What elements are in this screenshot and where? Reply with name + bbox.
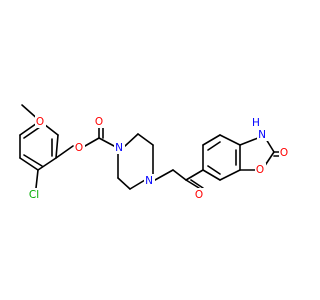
bond-line	[23, 154, 43, 167]
bond-line	[55, 134, 59, 159]
atom-o-methoxy-label: O	[36, 116, 44, 128]
bond-line	[207, 165, 221, 175]
bond-line	[37, 157, 57, 171]
atom-n-piperazine-top: N	[114, 141, 125, 154]
atom-o-ester-link-label: O	[75, 142, 83, 154]
bond-line	[23, 126, 41, 139]
atom-o-lactam-carbonyl: O	[279, 146, 290, 159]
atom-nh-oxazolone-label: H	[252, 117, 260, 129]
atom-n-oxazolone-label: N	[258, 129, 266, 141]
bond-line	[84, 137, 100, 147]
bond-line	[219, 134, 241, 146]
bond-line	[129, 179, 146, 190]
bond-line	[207, 141, 221, 151]
bond-line	[172, 169, 187, 181]
bond-line	[154, 169, 174, 181]
bond-line	[98, 137, 115, 147]
bond-line	[219, 169, 241, 181]
atom-o-ketone: O	[194, 188, 205, 201]
atom-n-piperazine-bottom-label: N	[145, 175, 153, 187]
atom-n-piperazine-bottom: N	[144, 174, 155, 187]
atom-cl-substituent: Cl	[26, 188, 43, 201]
bond-line	[202, 169, 221, 181]
bond-line	[202, 134, 221, 146]
bond-line	[185, 169, 204, 181]
atom-o-ester-carbonyl-label: O	[95, 116, 103, 128]
atom-n-piperazine-top-label: N	[115, 142, 123, 154]
bond-line	[35, 169, 39, 189]
atom-cl-substituent-label: Cl	[29, 189, 39, 201]
atom-n-oxazolone: N	[257, 128, 268, 141]
bond-line	[265, 138, 275, 153]
atom-o-ester-link: O	[74, 141, 85, 154]
atom-o-ester-carbonyl: O	[94, 115, 105, 128]
chemical-structure: O O O N N H N O	[19, 104, 290, 201]
bond-line	[19, 157, 39, 171]
bond-line	[137, 133, 154, 146]
atom-nh-oxazolone: H	[251, 117, 262, 129]
bond-line	[185, 179, 200, 189]
atom-o-oxazole-ring-label: O	[256, 164, 264, 176]
bond-line	[55, 145, 74, 159]
bond-line	[190, 179, 204, 189]
atom-o-methoxy: O	[35, 115, 46, 128]
atom-labels: O O O N N H N O	[26, 115, 290, 201]
bond-line	[117, 177, 131, 190]
atom-o-oxazole-ring: O	[255, 163, 266, 176]
bond-line	[239, 137, 259, 146]
bond-line	[124, 133, 139, 147]
atom-o-lactam-carbonyl-label: O	[280, 147, 288, 159]
atom-o-ketone-label: O	[195, 189, 203, 201]
